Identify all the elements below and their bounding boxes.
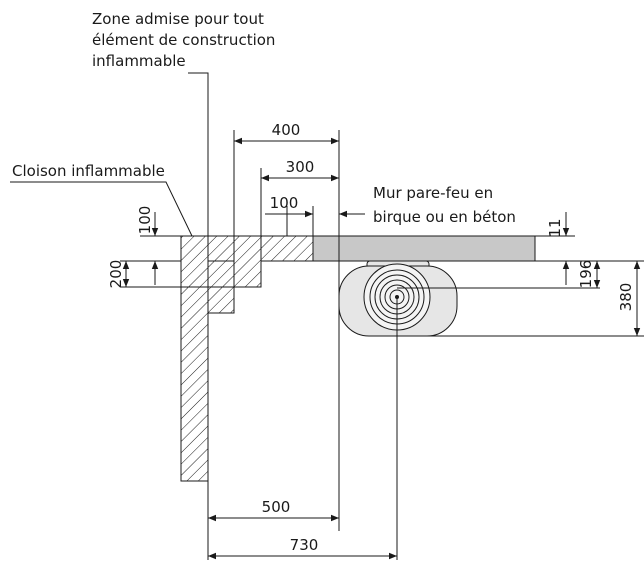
cloison-leader — [10, 181, 193, 237]
zone-leader — [188, 72, 209, 236]
firewall-label-line1: Mur pare-feu en — [373, 184, 493, 202]
cloison-label: Cloison inflammable — [12, 162, 165, 180]
dim-300: 300 — [286, 158, 315, 176]
dim-500: 500 — [262, 498, 291, 516]
stove — [338, 260, 458, 337]
combustible-zone — [180, 235, 314, 482]
dim-100-horizontal: 100 — [270, 194, 299, 212]
dim-400: 400 — [272, 121, 301, 139]
zone-label-line1: Zone admise pour tout — [92, 10, 264, 28]
dim-380: 380 — [617, 283, 635, 312]
zone-label-line2: élément de construction — [92, 31, 275, 49]
firewall-label-line2: birque ou en béton — [373, 208, 516, 226]
firewall-slab — [312, 235, 536, 262]
dim-730: 730 — [290, 536, 319, 554]
dim-11: 11 — [546, 218, 564, 237]
zone-label-line3: inflammable — [92, 52, 186, 70]
dim-100-vertical: 100 — [136, 206, 154, 235]
dim-200: 200 — [107, 260, 125, 289]
dim-196: 196 — [577, 260, 595, 289]
